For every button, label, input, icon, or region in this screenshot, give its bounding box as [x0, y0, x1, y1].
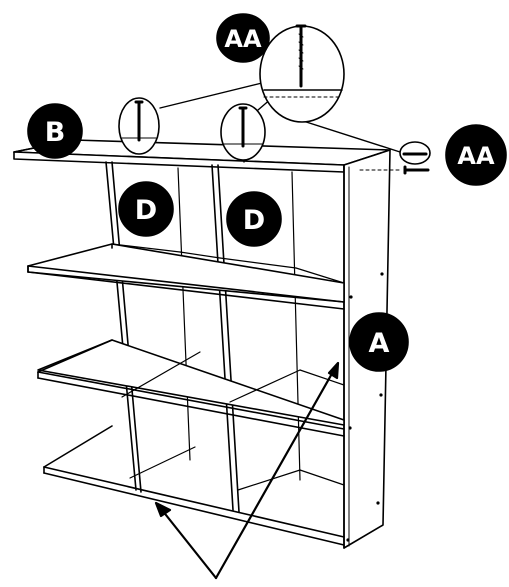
detail-circle-side [399, 141, 431, 165]
detail-circle-middle [220, 103, 266, 161]
side-screw-insertion [359, 165, 430, 175]
label-badge-a: A [349, 312, 409, 372]
shelf-2 [37, 339, 345, 437]
label-badge-aa-top: AA [216, 13, 270, 63]
arrow-icon [154, 361, 340, 580]
screw-icon [238, 106, 248, 148]
shelf-1 [27, 243, 345, 310]
label-badge-b: B [27, 103, 83, 159]
svg-text:AA: AA [457, 142, 495, 170]
screw-icon [134, 100, 144, 142]
screw-icon [403, 165, 430, 175]
divider-back-edges [177, 167, 301, 481]
label-badge-d-right: D [226, 191, 282, 247]
svg-text:AA: AA [224, 25, 262, 53]
left-divider [105, 161, 142, 493]
cell-back-lines [111, 243, 345, 491]
svg-text:D: D [243, 205, 265, 236]
svg-text:A: A [369, 328, 390, 359]
label-badge-d-left: D [118, 181, 174, 237]
detail-circle-left [118, 97, 160, 155]
shelf-3 [43, 425, 345, 546]
cam-holes [346, 272, 384, 542]
screw-icon [295, 24, 307, 88]
detail-circle-large [259, 24, 345, 123]
svg-text:D: D [135, 195, 157, 226]
label-badge-aa-side: AA [445, 124, 507, 186]
middle-divider [211, 164, 240, 513]
svg-text:B: B [45, 117, 66, 148]
